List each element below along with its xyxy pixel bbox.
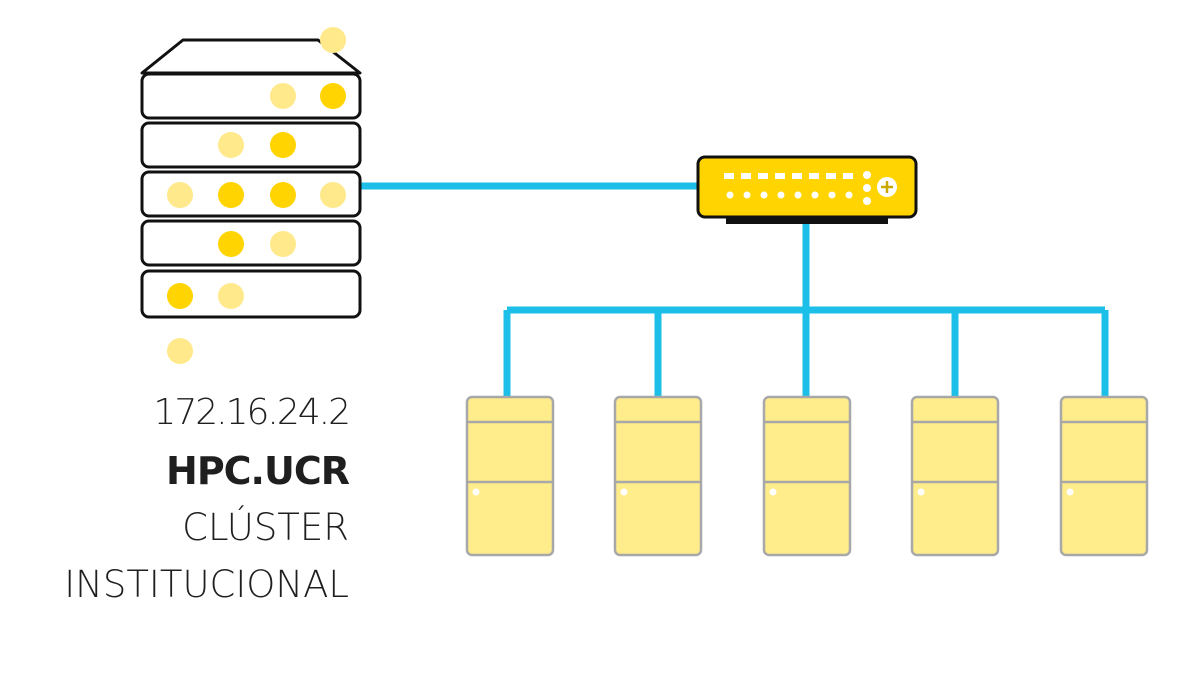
led: [218, 132, 244, 158]
led: [270, 231, 296, 257]
rack-unit-1: [140, 72, 362, 120]
rack-unit-5: [140, 269, 362, 319]
switch-ports-top: [724, 173, 853, 179]
network-switch-icon: [696, 155, 918, 224]
rack-unit-4: [140, 219, 362, 267]
led: [320, 27, 346, 53]
node-body: [465, 395, 555, 557]
led: [167, 182, 193, 208]
plus-icon: [877, 177, 897, 197]
rack-unit-2: [140, 121, 362, 169]
led: [270, 132, 296, 158]
led: [320, 182, 346, 208]
server-rack-icon: [140, 27, 362, 364]
power-led: [620, 488, 628, 496]
led: [320, 83, 346, 109]
led: [218, 182, 244, 208]
tower-computer-icon: [465, 395, 555, 557]
power-led: [1066, 488, 1074, 496]
tower-computer-icon: [613, 395, 703, 557]
tower-computer-icon: [1059, 395, 1149, 557]
switch-status-leds: [863, 171, 871, 205]
led: [167, 283, 193, 309]
cluster-description-line2: INSTITUCIONAL: [64, 563, 349, 606]
node-body: [910, 395, 1000, 557]
cluster-ip: 172.16.24.2: [153, 392, 351, 433]
node-body: [1059, 395, 1149, 557]
led: [270, 83, 296, 109]
tower-computer-icon: [910, 395, 1000, 557]
rack-unit-3: [140, 170, 362, 218]
node-body: [613, 395, 703, 557]
power-led: [769, 488, 777, 496]
led: [218, 231, 244, 257]
power-led: [472, 488, 480, 496]
power-led: [917, 488, 925, 496]
compute-nodes: [465, 395, 1149, 557]
led: [270, 182, 296, 208]
switch-base: [726, 215, 888, 224]
led: [167, 338, 193, 364]
cluster-name: HPC.UCR: [166, 449, 350, 493]
cluster-description-line1: CLÚSTER: [182, 506, 349, 549]
network-links: [360, 182, 1109, 398]
node-body: [762, 395, 852, 557]
switch-ports-bottom: [726, 191, 853, 199]
tower-computer-icon: [762, 395, 852, 557]
led: [218, 283, 244, 309]
switch-body: [696, 155, 918, 219]
